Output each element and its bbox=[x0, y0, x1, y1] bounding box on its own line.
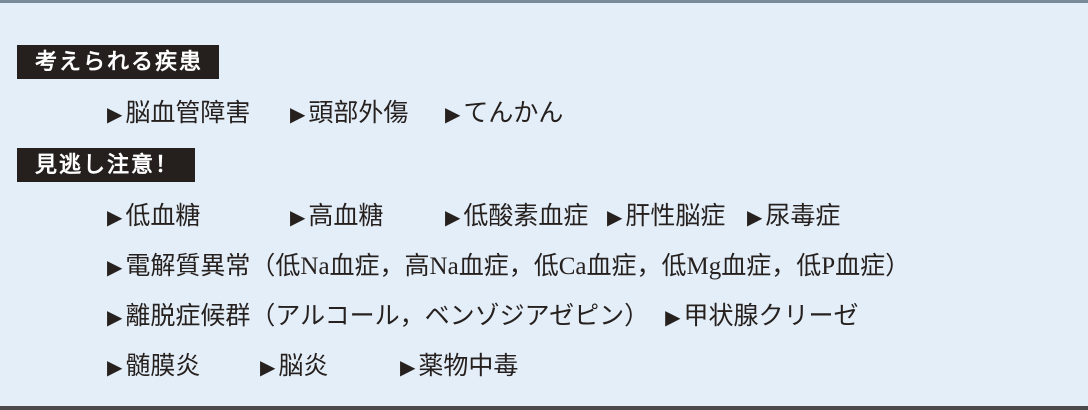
triangle-bullet-icon: ▶ bbox=[107, 205, 123, 229]
triangle-bullet-icon: ▶ bbox=[107, 255, 123, 279]
list-item: ▶ てんかん bbox=[445, 97, 563, 131]
list-item-label: 高血糖 bbox=[308, 203, 384, 230]
list-item-label: 頭部外傷 bbox=[308, 100, 409, 127]
list-item-label: 低酸素血症 bbox=[463, 203, 589, 230]
list-item-label: 薬物中毒 bbox=[418, 353, 519, 380]
list-item-label: 髄膜炎 bbox=[125, 353, 201, 380]
bullet-row: ▶ 低血糖 ▶ 高血糖 ▶ 低酸素血症 ▶ 肝性脳症 ▶ 尿毒症 bbox=[107, 200, 1088, 234]
bullet-row: ▶ 髄膜炎 ▶ 脳炎 ▶ 薬物中毒 bbox=[107, 350, 1088, 384]
triangle-bullet-icon: ▶ bbox=[445, 205, 461, 229]
list-item: ▶ 電解質異常（低Na血症，高Na血症，低Ca血症，低Mg血症，低P血症） bbox=[107, 250, 910, 284]
bullet-row: ▶ 脳血管障害 ▶ 頭部外傷 ▶ てんかん bbox=[107, 97, 1088, 131]
triangle-bullet-icon: ▶ bbox=[107, 102, 123, 126]
list-item: ▶ 肝性脳症 bbox=[607, 200, 747, 234]
bullet-row: ▶ 電解質異常（低Na血症，高Na血症，低Ca血症，低Mg血症，低P血症） bbox=[107, 250, 1088, 284]
triangle-bullet-icon: ▶ bbox=[290, 102, 306, 126]
triangle-bullet-icon: ▶ bbox=[290, 205, 306, 229]
list-item-label: 低血糖 bbox=[125, 203, 201, 230]
triangle-bullet-icon: ▶ bbox=[747, 205, 763, 229]
list-item-label: 離脱症候群（アルコール，ベンゾジアゼピン） bbox=[125, 303, 650, 330]
list-item: ▶ 高血糖 bbox=[290, 200, 445, 234]
triangle-bullet-icon: ▶ bbox=[107, 355, 123, 379]
list-item: ▶ 脳血管障害 bbox=[107, 97, 290, 131]
list-item-label: 脳血管障害 bbox=[125, 100, 251, 127]
list-item: ▶ 髄膜炎 bbox=[107, 350, 260, 384]
list-item-label: 電解質異常（低Na血症，高Na血症，低Ca血症，低Mg血症，低P血症） bbox=[125, 253, 911, 280]
list-item-label: 甲状腺クリーゼ bbox=[683, 303, 859, 330]
triangle-bullet-icon: ▶ bbox=[607, 205, 623, 229]
list-item-label: 尿毒症 bbox=[765, 203, 841, 230]
list-item: ▶ 離脱症候群（アルコール，ベンゾジアゼピン） bbox=[107, 300, 649, 334]
bullet-row: ▶ 離脱症候群（アルコール，ベンゾジアゼピン） ▶ 甲状腺クリーゼ bbox=[107, 300, 1088, 334]
list-item: ▶ 薬物中毒 bbox=[400, 350, 518, 384]
list-item: ▶ 頭部外傷 bbox=[290, 97, 445, 131]
triangle-bullet-icon: ▶ bbox=[107, 305, 123, 329]
list-item: ▶ 脳炎 bbox=[260, 350, 400, 384]
triangle-bullet-icon: ▶ bbox=[400, 355, 416, 379]
list-item: ▶ 尿毒症 bbox=[747, 200, 840, 234]
triangle-bullet-icon: ▶ bbox=[260, 355, 276, 379]
list-item-label: 脳炎 bbox=[278, 353, 329, 380]
list-item-label: てんかん bbox=[463, 100, 564, 127]
triangle-bullet-icon: ▶ bbox=[665, 305, 681, 329]
list-item: ▶ 低酸素血症 bbox=[445, 200, 607, 234]
section-heading-possible-diseases: 考えられる疾患 bbox=[17, 45, 220, 79]
triangle-bullet-icon: ▶ bbox=[445, 102, 461, 126]
list-item: ▶ 甲状腺クリーゼ bbox=[665, 300, 858, 334]
list-item-label: 肝性脳症 bbox=[625, 203, 726, 230]
section-heading-watch-out: 見逃し注意！ bbox=[17, 148, 196, 182]
list-item: ▶ 低血糖 bbox=[107, 200, 290, 234]
